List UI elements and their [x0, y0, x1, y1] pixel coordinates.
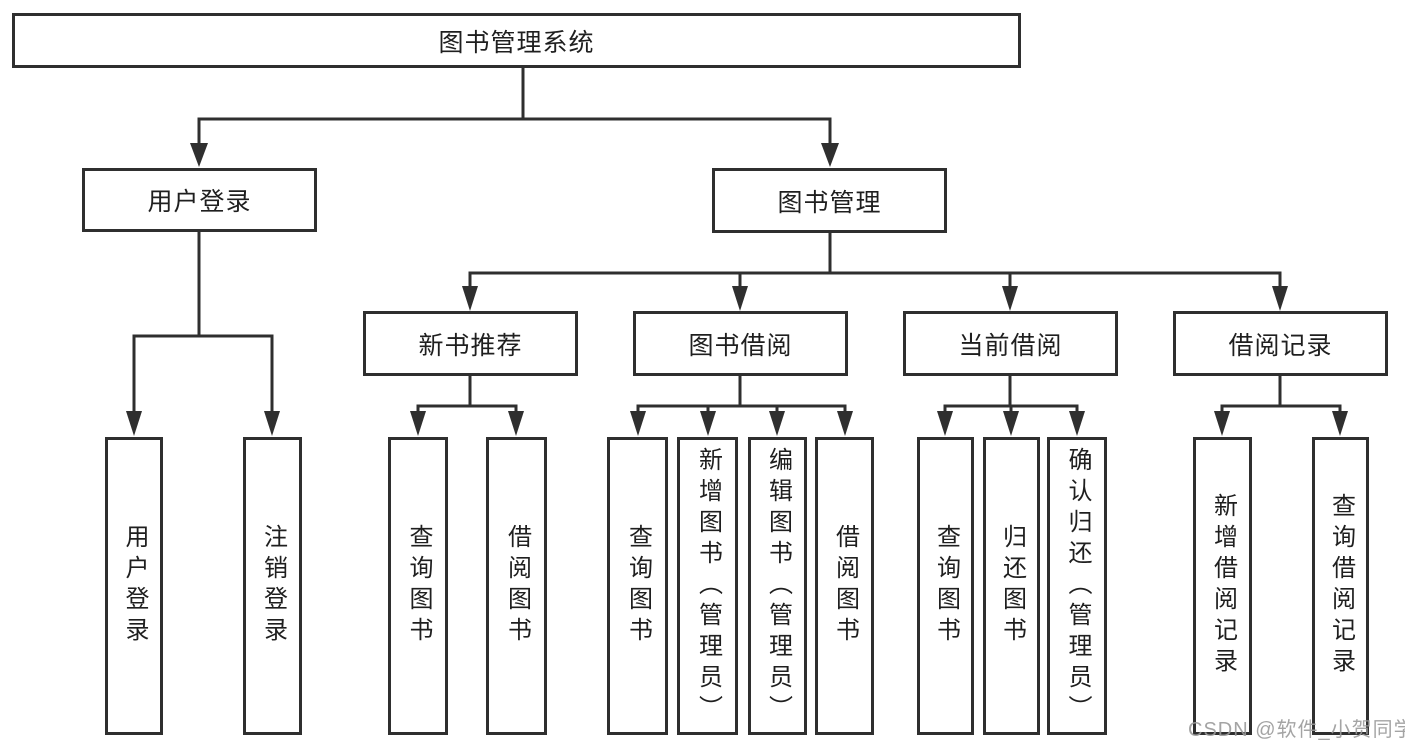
node-library-management-system: 图书管理系统 [12, 13, 1021, 68]
node-new-book-recommendation-label: 新书推荐 [418, 331, 523, 360]
leaf-query-books-current: 查询图书 [917, 437, 974, 735]
node-book-borrowing: 图书借阅 [633, 311, 848, 376]
leaf-edit-book-admin-label: 编辑图书（管理员） [764, 446, 792, 726]
leaf-query-books-current-label: 查询图书 [932, 524, 960, 648]
connector-book-borrowing [630, 374, 853, 436]
node-book-management-label: 图书管理 [777, 188, 882, 217]
leaf-borrow-books-borrowing-label: 借阅图书 [831, 524, 859, 648]
node-user-login: 用户登录 [82, 168, 317, 232]
leaf-confirm-return-admin: 确认归还（管理员） [1047, 437, 1107, 735]
watermark-text: CSDN @软件_小贺同学 [1188, 719, 1405, 741]
leaf-edit-book-admin: 编辑图书（管理员） [748, 437, 807, 735]
node-book-borrowing-label: 图书借阅 [688, 331, 793, 360]
node-current-borrowing: 当前借阅 [903, 311, 1118, 376]
leaf-user-login-label: 用户登录 [121, 524, 148, 648]
leaf-logout-label: 注销登录 [259, 524, 287, 648]
node-user-login-label: 用户登录 [147, 188, 252, 216]
leaf-borrow-books-recommend: 借阅图书 [486, 437, 547, 735]
connector-borrowing-records [1214, 374, 1348, 436]
leaf-add-book-admin-label: 新增图书（管理员） [694, 446, 722, 726]
leaf-add-borrow-record: 新增借阅记录 [1193, 437, 1252, 735]
leaf-query-books-borrowing-label: 查询图书 [624, 524, 652, 648]
connector-current-borrowing [937, 374, 1085, 436]
node-library-management-system-label: 图书管理系统 [438, 28, 595, 57]
leaf-borrow-books-recommend-label: 借阅图书 [503, 524, 531, 648]
leaf-add-book-admin: 新增图书（管理员） [677, 437, 738, 735]
leaf-borrow-books-borrowing: 借阅图书 [815, 437, 874, 735]
leaf-user-login: 用户登录 [105, 437, 163, 735]
leaf-add-borrow-record-label: 新增借阅记录 [1209, 493, 1237, 679]
leaf-query-books-recommend-label: 查询图书 [405, 524, 432, 648]
leaf-return-books: 归还图书 [983, 437, 1040, 735]
leaf-confirm-return-admin-label: 确认归还（管理员） [1064, 446, 1091, 726]
leaf-logout: 注销登录 [243, 437, 302, 735]
node-borrowing-records: 借阅记录 [1173, 311, 1388, 376]
node-book-management: 图书管理 [712, 168, 947, 233]
connector-root [190, 67, 839, 167]
leaf-query-borrow-record-label: 查询借阅记录 [1327, 493, 1355, 679]
connector-book-management [462, 231, 1288, 311]
connector-new-book-recommendation [410, 374, 524, 436]
leaf-return-books-label: 归还图书 [998, 524, 1026, 648]
node-new-book-recommendation: 新书推荐 [363, 311, 578, 376]
leaf-query-borrow-record: 查询借阅记录 [1312, 437, 1369, 735]
node-current-borrowing-label: 当前借阅 [958, 331, 1063, 360]
connector-user-login [126, 231, 280, 436]
node-borrowing-records-label: 借阅记录 [1228, 331, 1333, 360]
leaf-query-books-recommend: 查询图书 [388, 437, 448, 735]
leaf-query-books-borrowing: 查询图书 [607, 437, 668, 735]
